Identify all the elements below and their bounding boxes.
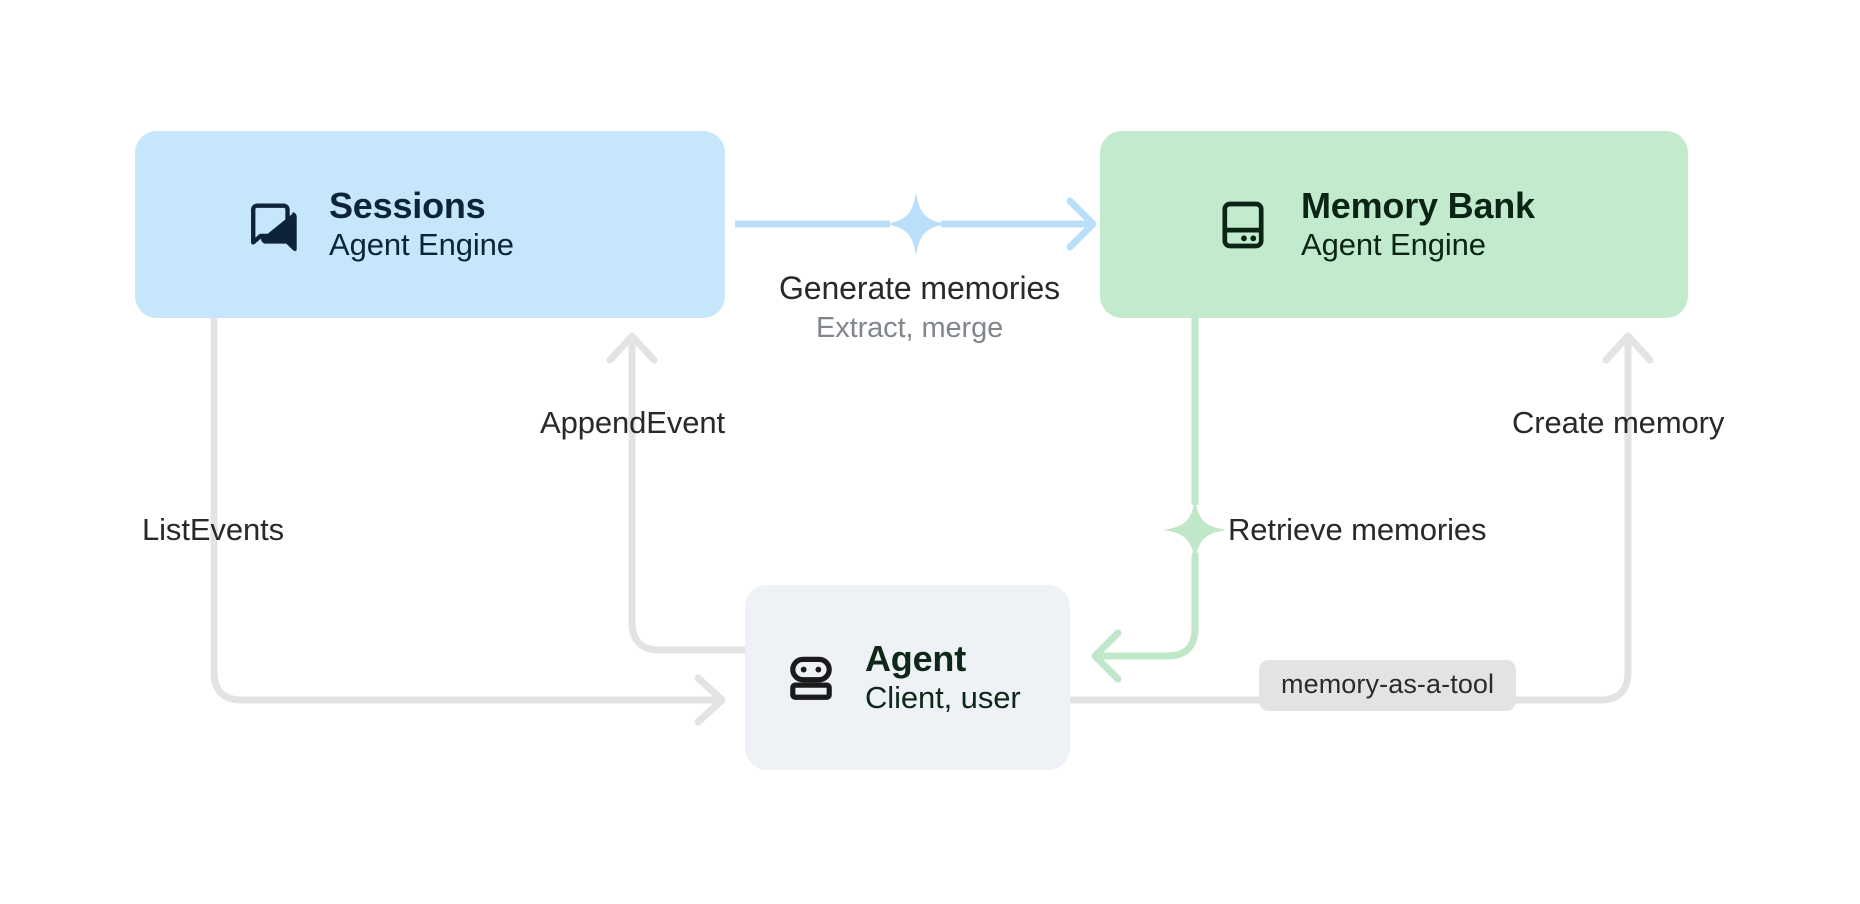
forum-icon: [245, 196, 303, 254]
edge-label-retrieve-memories: Retrieve memories: [1228, 512, 1487, 547]
edge-list-events: [210, 314, 722, 704]
edge-retrieve-memories-seg2: [1091, 551, 1199, 660]
edge-list-events-arrowhead: [694, 674, 726, 726]
edge-create-memory: [1066, 336, 1632, 704]
edge-label-generate-memories: Generate memories: [779, 270, 1061, 306]
edge-sublabel-generate-memories: Extract, merge: [816, 312, 1004, 344]
edge-label-create-memory: Create memory: [1512, 405, 1725, 440]
badge-memory-as-a-tool: memory-as-a-tool: [1259, 660, 1517, 711]
edge-generate-memories-arrowhead: [1066, 197, 1097, 251]
node-sessions-subtitle: Agent Engine: [329, 227, 514, 263]
edge-append-event-arrowhead: [606, 332, 658, 364]
edge-create-memory-arrowhead: [1602, 332, 1654, 364]
edge-append-event: [628, 336, 749, 654]
node-sessions[interactable]: Sessions Agent Engine: [135, 131, 725, 318]
node-memory-bank-subtitle: Agent Engine: [1301, 227, 1486, 263]
sparkle-icon-generate: [884, 192, 948, 256]
storage-icon: [1215, 197, 1271, 253]
edge-label-list-events: ListEvents: [142, 512, 285, 547]
robot-icon: [785, 652, 837, 704]
node-sessions-title: Sessions: [329, 184, 486, 226]
edge-label-append-event: AppendEvent: [540, 405, 726, 440]
node-agent-title: Agent: [865, 637, 966, 679]
node-agent[interactable]: Agent Client, user: [745, 585, 1070, 770]
node-memory-bank[interactable]: Memory Bank Agent Engine: [1100, 131, 1688, 318]
sparkle-icon-retrieve: [1163, 498, 1227, 562]
node-agent-subtitle: Client, user: [865, 680, 1021, 716]
node-memory-bank-title: Memory Bank: [1301, 184, 1535, 226]
edge-retrieve-memories-arrowhead: [1091, 629, 1122, 683]
